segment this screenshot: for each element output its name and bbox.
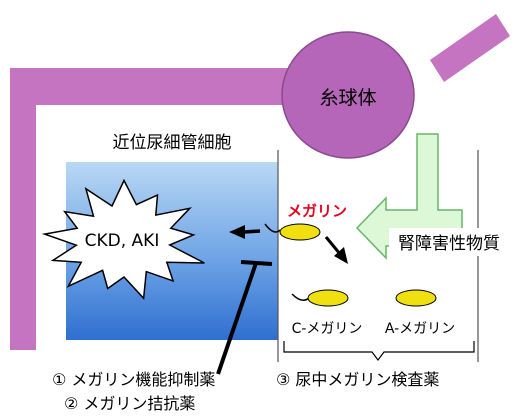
megalin-oval xyxy=(279,223,321,241)
glomerulus-label: 糸球体 xyxy=(319,87,376,109)
nephrotoxic-substance-label-box: 腎障害性物質 xyxy=(389,228,509,256)
disease-starburst: CKD, AKI xyxy=(41,178,205,301)
disease-label: CKD, AKI xyxy=(85,231,160,251)
glomerulus-body xyxy=(281,31,415,159)
glomerulus: 糸球体 xyxy=(281,31,415,159)
proximal-tubule-cell-label: 近位尿細管細胞 xyxy=(113,133,232,153)
item-2-label: ② メガリン拮抗薬 xyxy=(64,394,195,413)
item-3-label: ③ 尿中メガリン検査薬 xyxy=(276,370,439,389)
nephrotoxic-substance-label: 腎障害性物質 xyxy=(398,234,500,254)
megalin-label: メガリン xyxy=(287,202,347,220)
bracket xyxy=(283,341,475,361)
a-megalin-label: A-メガリン xyxy=(385,321,455,337)
nephrotoxic-substance-arrow xyxy=(355,133,463,260)
megalin-membrane xyxy=(264,223,321,241)
item-1-label: ① メガリン機能抑制薬 xyxy=(52,370,215,389)
arrow-to-cell xyxy=(229,225,261,239)
c-megalin: C-メガリン xyxy=(291,289,363,337)
arrow-to-urine xyxy=(324,236,348,264)
starburst-shape xyxy=(41,178,205,301)
c-megalin-label: C-メガリン xyxy=(292,321,363,337)
a-megalin: A-メガリン xyxy=(385,289,455,337)
inhibitor-symbol xyxy=(216,260,273,375)
